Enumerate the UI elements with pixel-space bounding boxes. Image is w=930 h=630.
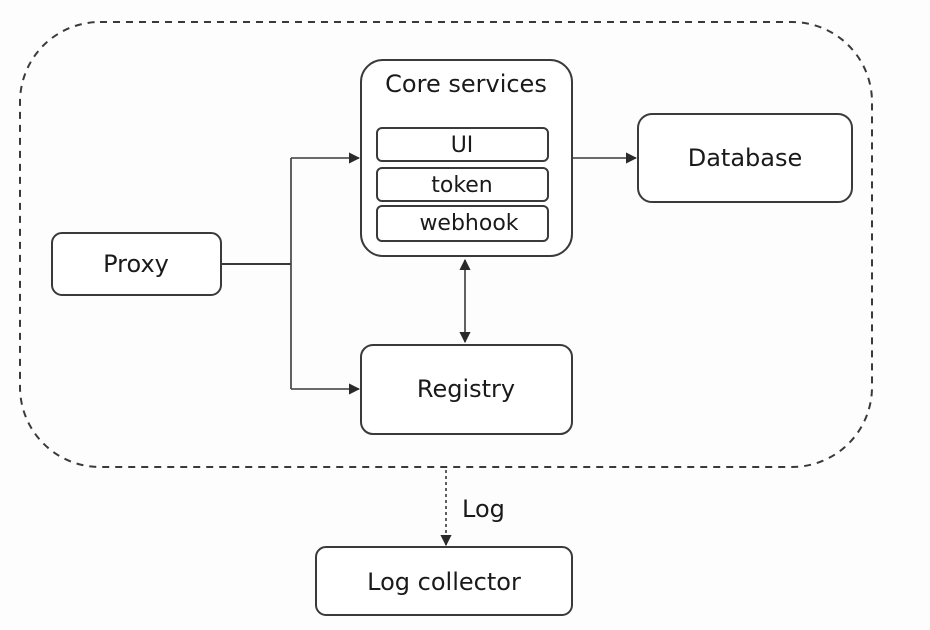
system-boundary xyxy=(19,21,873,468)
log-collector-node: Log collector xyxy=(315,546,573,616)
core-services-label: Core services xyxy=(385,70,547,98)
database-node: Database xyxy=(637,113,853,203)
token-node: token xyxy=(376,167,549,202)
webhook-label: webhook xyxy=(419,211,518,236)
registry-node: Registry xyxy=(360,344,573,435)
log-collector-label: Log collector xyxy=(367,568,521,596)
proxy-label: Proxy xyxy=(103,250,169,278)
token-label: token xyxy=(431,173,493,198)
proxy-node: Proxy xyxy=(51,232,222,296)
ui-label: UI xyxy=(451,133,474,158)
registry-label: Registry xyxy=(417,375,515,403)
log-edge-label: Log xyxy=(462,495,505,523)
webhook-node: webhook xyxy=(376,205,549,242)
ui-node: UI xyxy=(376,127,549,162)
database-label: Database xyxy=(688,144,803,172)
